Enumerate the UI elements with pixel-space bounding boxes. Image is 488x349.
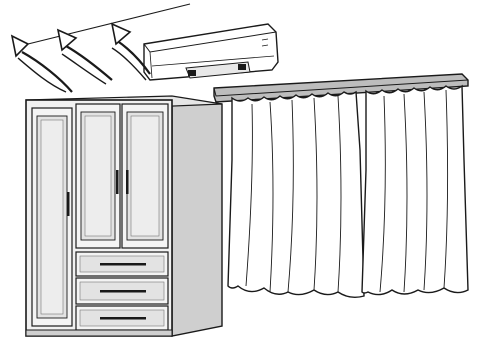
wardrobe-drawer-middle bbox=[76, 278, 168, 304]
ceiling-line bbox=[28, 4, 190, 44]
drawer-handle bbox=[100, 263, 146, 266]
curtain-panel-left bbox=[228, 92, 364, 297]
curtains bbox=[228, 86, 468, 297]
wardrobe-drawer-bottom bbox=[76, 306, 168, 330]
drawer-handle bbox=[100, 290, 146, 293]
door-handle-middle bbox=[116, 170, 119, 194]
airflow-arrows bbox=[12, 24, 150, 92]
wardrobe-base bbox=[26, 330, 172, 336]
wardrobe-side-panel bbox=[172, 98, 222, 336]
wardrobe-door-middle bbox=[76, 104, 120, 248]
curtain-panel-right bbox=[362, 86, 468, 295]
wardrobe bbox=[26, 96, 222, 336]
door-handle-left bbox=[67, 192, 70, 216]
air-conditioner-unit bbox=[144, 24, 278, 80]
wardrobe-drawer-top bbox=[76, 252, 168, 276]
wardrobe-door-left bbox=[32, 108, 72, 326]
wardrobe-door-right bbox=[122, 104, 168, 248]
drawer-handle bbox=[100, 317, 146, 320]
door-handle-right bbox=[126, 170, 129, 194]
airflow-arrow-middle bbox=[58, 30, 112, 84]
